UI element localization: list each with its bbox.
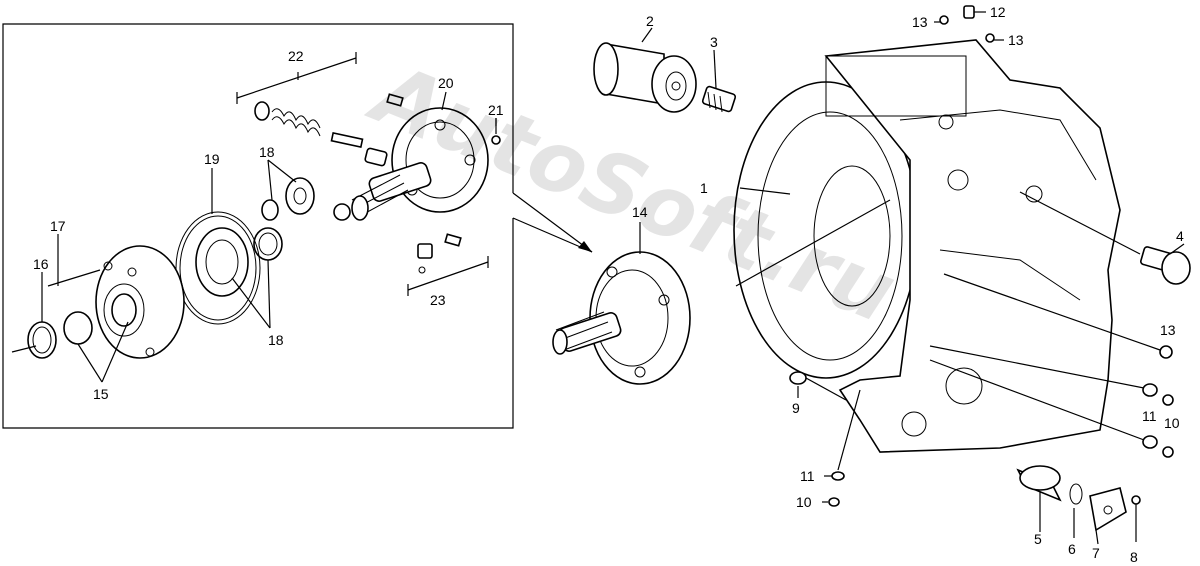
- label-18-bottom: 18: [268, 332, 284, 348]
- label-23: 23: [430, 292, 446, 308]
- label-16: 16: [33, 256, 49, 272]
- part-9-plug: [789, 371, 847, 401]
- label-11-right: 11: [1142, 408, 1157, 424]
- part-12-13-top-screws: [934, 5, 1004, 43]
- part-18-gears: [253, 177, 351, 261]
- part-20-pump-cover: [351, 107, 489, 221]
- part-19-o-ring: [175, 211, 261, 325]
- label-13-top-right: 13: [1008, 32, 1024, 48]
- label-22: 22: [288, 48, 304, 64]
- part-10-11-right: [929, 345, 1174, 458]
- label-1: 1: [700, 180, 708, 196]
- label-19: 19: [204, 151, 220, 167]
- part-4-bolt: [1019, 191, 1191, 285]
- part-8-screw: [1131, 495, 1141, 542]
- part-6-washer: [1069, 483, 1083, 538]
- label-13-top-left: 13: [912, 14, 928, 30]
- label-10-right: 10: [1164, 415, 1180, 431]
- label-8: 8: [1130, 549, 1138, 565]
- label-11-bottom: 11: [800, 468, 815, 484]
- part-1-housing: [733, 39, 1121, 453]
- part-labels: 1 2 3 4 5 6 7 8 9 10 10 11 11 12 13 13 1…: [33, 4, 1184, 565]
- label-4: 4: [1176, 228, 1184, 244]
- label-21: 21: [488, 102, 504, 118]
- label-3: 3: [710, 34, 718, 50]
- part-13-right-screw: [943, 273, 1173, 359]
- part-7-cover: [1089, 487, 1127, 545]
- part-10-11-drain: [822, 389, 861, 507]
- label-9: 9: [792, 400, 800, 416]
- label-13-right: 13: [1160, 322, 1176, 338]
- label-10-bottom: 10: [796, 494, 812, 510]
- label-18-top: 18: [259, 144, 275, 160]
- part-ring-gear: [195, 227, 249, 297]
- part-23-plug: [407, 233, 489, 296]
- label-12: 12: [990, 4, 1006, 20]
- inset-leaders: [41, 91, 497, 383]
- label-20: 20: [438, 75, 454, 91]
- label-6: 6: [1068, 541, 1076, 557]
- part-3-fitting: [701, 49, 737, 113]
- label-2: 2: [646, 13, 654, 29]
- label-14: 14: [632, 204, 648, 220]
- label-7: 7: [1092, 545, 1100, 561]
- label-15: 15: [93, 386, 109, 402]
- label-5: 5: [1034, 531, 1042, 547]
- detail-inset: [2, 23, 593, 429]
- part-22-valve-assembly: [236, 52, 404, 167]
- part-2-filter: [593, 27, 697, 113]
- part-14-pump-assembly: [552, 222, 691, 385]
- part-5-sleeve: [1016, 465, 1062, 532]
- label-17: 17: [50, 218, 66, 234]
